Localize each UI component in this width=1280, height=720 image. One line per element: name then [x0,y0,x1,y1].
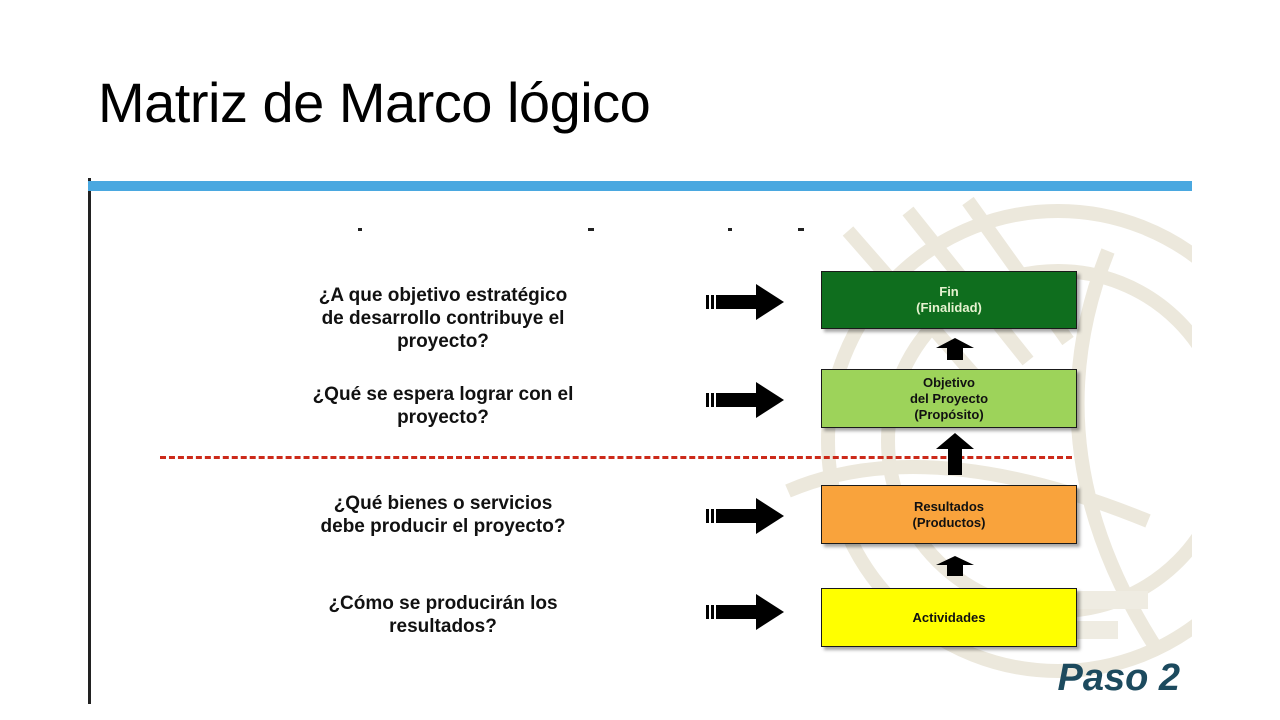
question-objetivo-line-1: ¿Qué se espera lograr con el [312,384,574,405]
box-actividades-label: Actividades [912,609,986,625]
clipped-text-remnant [358,228,804,231]
question-fin: ¿A que objetivo estratégico de desarroll… [228,284,658,353]
box-fin-line-1: Fin [939,284,959,299]
question-fin-line-3: proyecto? [397,331,489,352]
box-objetivo-line-3: (Propósito) [914,406,984,422]
question-fin-line-2: de desarrollo contribuye el [321,308,565,329]
question-resultados-line-2: debe producir el proyecto? [320,516,566,537]
question-fin-line-1: ¿A que objetivo estratégico [318,285,568,306]
dashed-divider [160,456,1072,459]
question-objetivo-line-2: proyecto? [397,407,489,428]
arrow-right-icon [706,382,784,418]
question-objetivo: ¿Qué se espera lograr con el proyecto? [228,383,658,429]
box-fin-line-2: (Finalidad) [916,300,982,315]
arrow-right-icon [706,498,784,534]
box-resultados-line-2: (Productos) [912,514,986,530]
question-actividades: ¿Cómo se producirán los resultados? [228,592,658,638]
box-objetivo: Objetivo del Proyecto (Propósito) [821,369,1077,428]
box-resultados: Resultados (Productos) [821,485,1077,544]
question-actividades-line-1: ¿Cómo se producirán los [328,593,558,614]
question-resultados-line-1: ¿Qué bienes o servicios [333,493,553,514]
diagram-frame: ¿A que objetivo estratégico de desarroll… [88,178,1192,704]
box-objetivo-line-1: Objetivo [922,374,975,390]
box-actividades: Actividades [821,588,1077,647]
box-objetivo-line-2: del Proyecto [909,390,989,406]
slide-title: Matriz de Marco lógico [98,71,651,134]
arrow-right-icon [706,594,784,630]
box-fin: Fin (Finalidad) [821,271,1077,329]
step-label: Paso 2 [1057,657,1180,699]
arrow-up-icon [936,433,974,475]
question-actividades-line-2: resultados? [389,616,497,637]
arrow-up-icon [936,338,974,360]
arrow-right-icon [706,284,784,320]
question-resultados: ¿Qué bienes o servicios debe producir el… [228,492,658,538]
arrow-up-icon [936,556,974,576]
accent-bar [88,181,1192,191]
box-resultados-line-1: Resultados [913,498,985,514]
frame-left-border [88,178,91,704]
